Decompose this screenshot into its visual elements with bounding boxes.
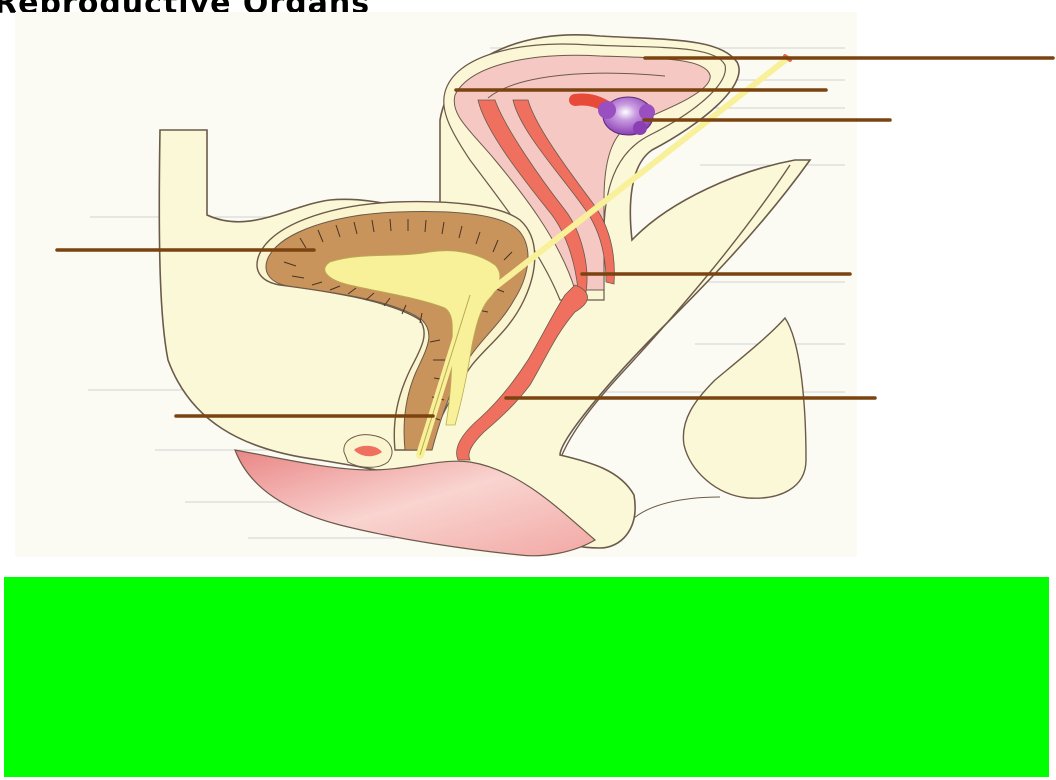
- clitoris: [344, 435, 392, 467]
- answer-panel: [4, 577, 1049, 777]
